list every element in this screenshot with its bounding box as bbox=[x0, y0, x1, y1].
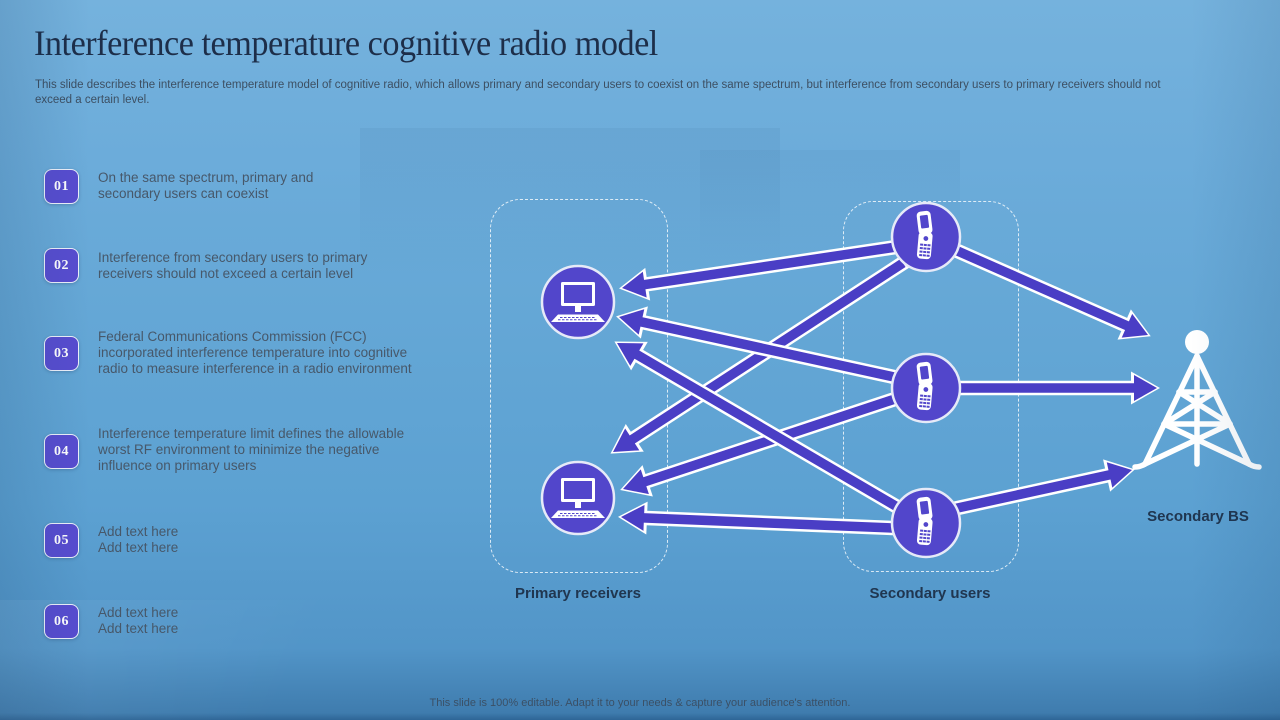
desktop-icon-computer-2 bbox=[540, 460, 616, 536]
desktop-icon-computer-1 bbox=[540, 264, 616, 340]
list-item-04: 04 Interference temperature limit define… bbox=[44, 426, 484, 504]
list-item-02: 02 Interference from secondary users to … bbox=[44, 248, 484, 318]
number-badge-03: 03 bbox=[44, 336, 79, 371]
arrow-phone-1-to-computer-1 bbox=[619, 239, 900, 301]
arrow-phone-3-to-computer-2 bbox=[618, 501, 896, 536]
list-item-text-02: Interference from secondary users to pri… bbox=[98, 250, 368, 281]
flip-phone-icon-phone-1 bbox=[890, 201, 962, 273]
list-item-text-04: Interference temperature limit defines t… bbox=[98, 426, 405, 473]
number-badge-05: 05 bbox=[44, 523, 79, 558]
list-item-06: 06 Add text here Add text here bbox=[44, 604, 484, 674]
number-badge-06: 06 bbox=[44, 604, 79, 639]
slide-footer-note: This slide is 100% editable. Adapt it to… bbox=[429, 697, 851, 709]
radio-tower-icon bbox=[1132, 330, 1262, 470]
number-badge-01: 01 bbox=[44, 169, 79, 204]
primary-receivers-label: Primary receivers bbox=[515, 585, 641, 602]
list-item-text-06: Add text here Add text here bbox=[98, 605, 179, 636]
arrow-phone-3-to-computer-1 bbox=[614, 341, 905, 516]
arrow-phone-2-to-computer-1 bbox=[616, 306, 898, 385]
number-badge-04: 04 bbox=[44, 434, 79, 469]
list-item-05: 05 Add text here Add text here bbox=[44, 523, 484, 593]
arrow-phone-3-to-tower bbox=[949, 459, 1135, 517]
secondary-bs-label: Secondary BS bbox=[1147, 508, 1249, 525]
list-item-text-01: On the same spectrum, primary and second… bbox=[98, 170, 314, 201]
list-item-01: 01 On the same spectrum, primary and sec… bbox=[44, 169, 484, 239]
arrow-phone-2-to-tower bbox=[957, 371, 1160, 405]
number-badge-02: 02 bbox=[44, 248, 79, 283]
flip-phone-icon-phone-2 bbox=[890, 352, 962, 424]
secondary-users-label: Secondary users bbox=[869, 585, 991, 602]
primary-receivers-group-box bbox=[490, 199, 668, 573]
list-item-text-03: Federal Communications Commission (FCC) … bbox=[98, 329, 412, 376]
slide-title: Interference temperature cognitive radio… bbox=[34, 23, 658, 63]
flip-phone-icon-phone-3 bbox=[890, 487, 962, 559]
arrow-phone-1-to-tower bbox=[947, 241, 1151, 340]
list-item-03: 03 Federal Communications Commission (FC… bbox=[44, 329, 484, 406]
list-item-text-05: Add text here Add text here bbox=[98, 524, 179, 555]
slide-subtitle: This slide describes the interference te… bbox=[35, 79, 1161, 106]
